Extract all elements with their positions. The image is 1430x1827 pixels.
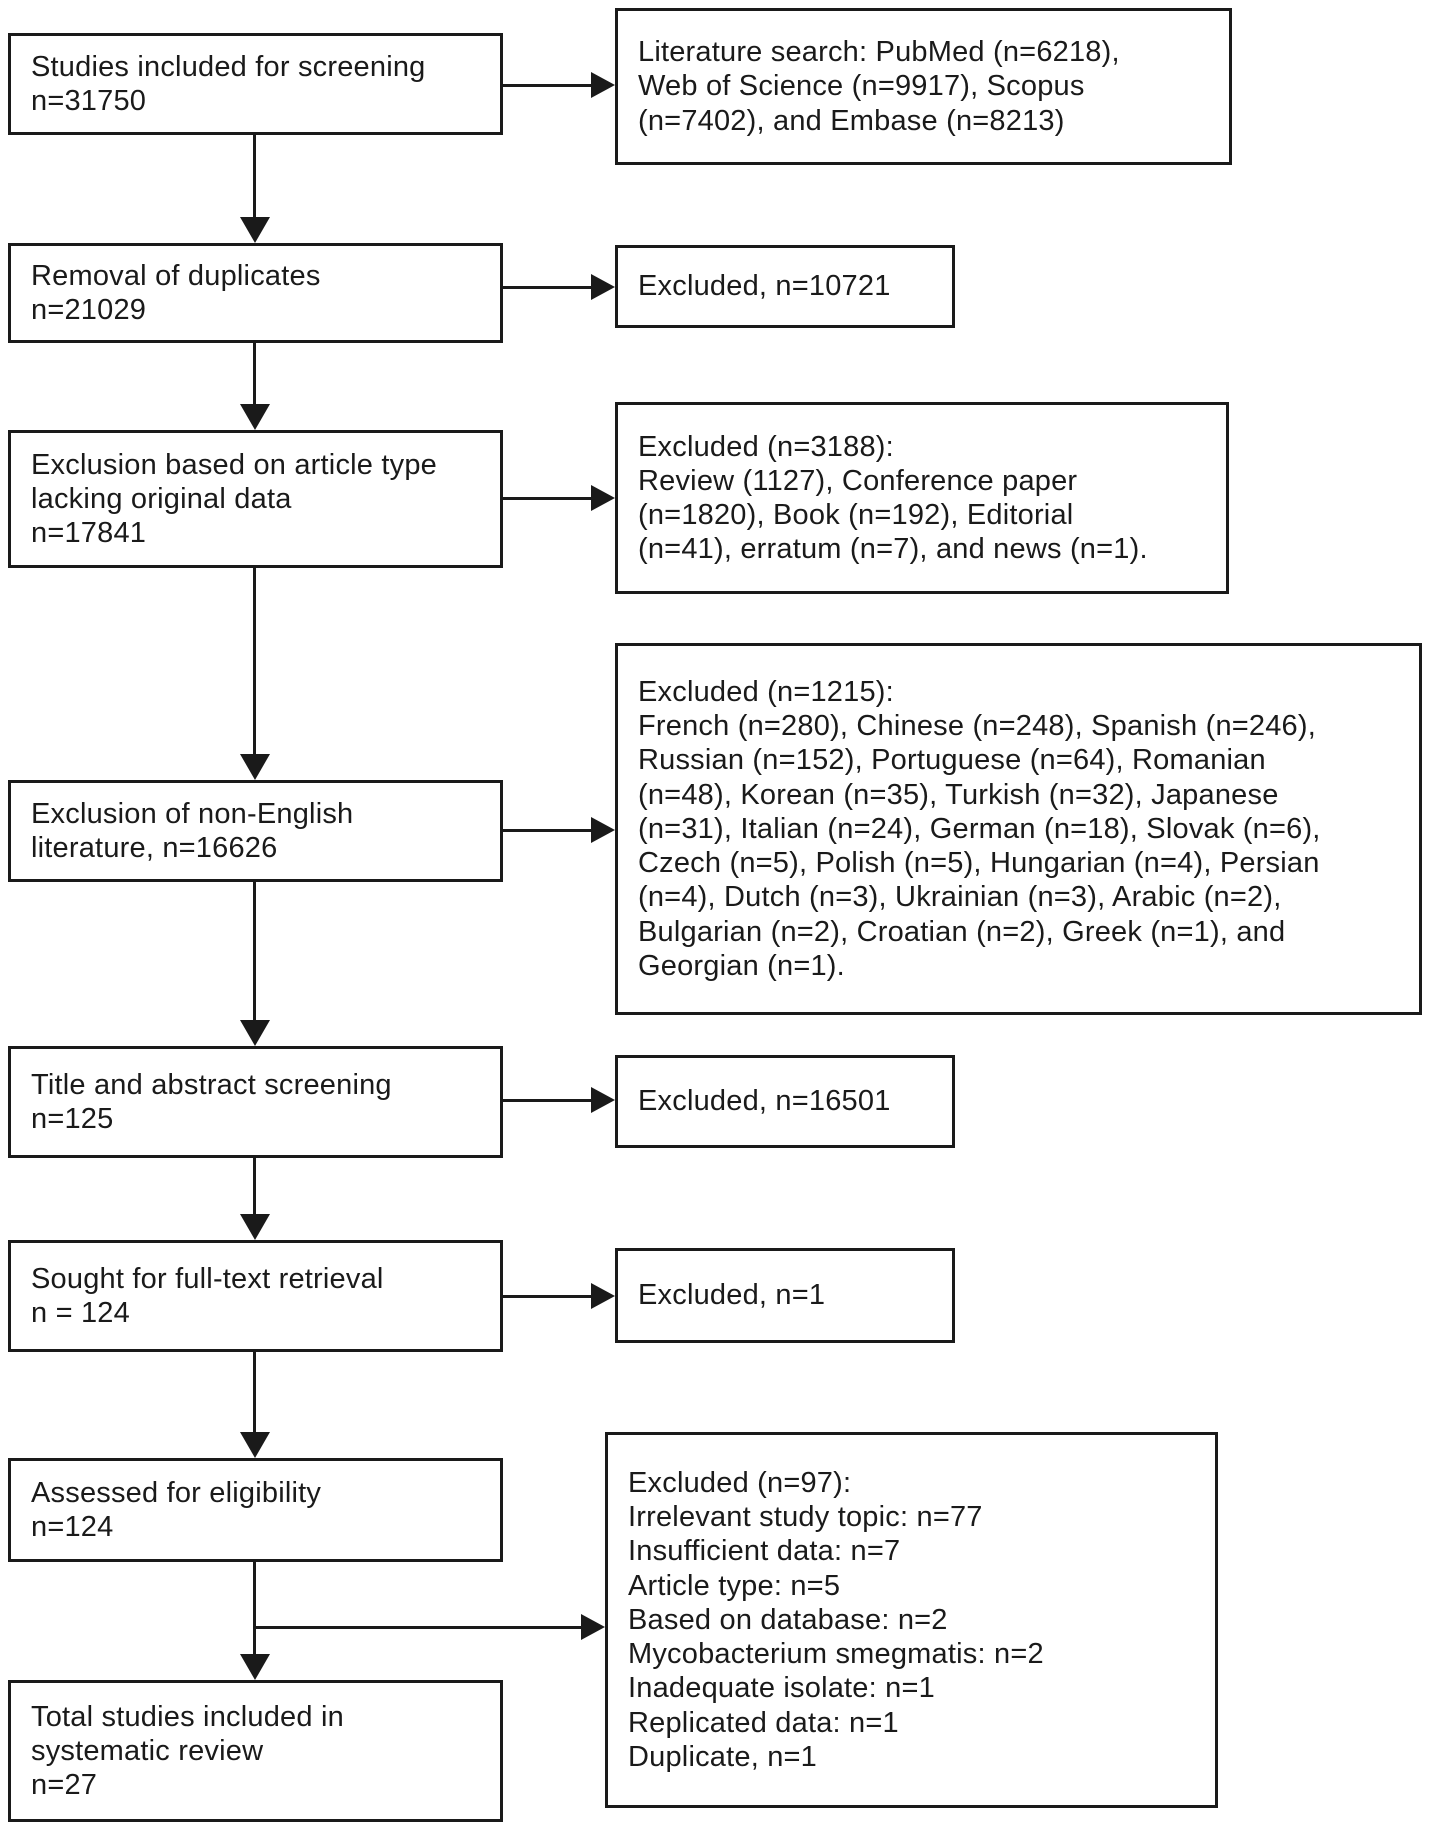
arrowhead-right-icon <box>591 485 615 511</box>
flow-box-full-text: Sought for full-text retrieval n = 124 <box>8 1240 503 1352</box>
flow-box-excluded-title-abstract: Excluded, n=16501 <box>615 1055 955 1148</box>
arrowhead-down-icon <box>240 217 270 243</box>
arrow-line <box>503 286 593 289</box>
flow-box-excluded-full-text: Excluded, n=1 <box>615 1248 955 1343</box>
arrowhead-down-icon <box>240 754 270 780</box>
flow-box-screening: Studies included for screening n=31750 <box>8 33 503 135</box>
arrow-line <box>503 1099 593 1102</box>
arrowhead-down-icon <box>240 1654 270 1680</box>
flow-box-excluded-article-type: Excluded (n=3188): Review (1127), Confer… <box>615 402 1229 594</box>
arrow-line <box>253 1562 256 1654</box>
arrow-line <box>503 1295 593 1298</box>
arrowhead-down-icon <box>240 1020 270 1046</box>
flow-box-excluded-duplicates: Excluded, n=10721 <box>615 245 955 328</box>
flow-box-article-type: Exclusion based on article type lacking … <box>8 430 503 568</box>
arrowhead-right-icon <box>591 1087 615 1113</box>
arrowhead-right-icon <box>591 1283 615 1309</box>
arrow-line <box>503 497 593 500</box>
flow-box-title-abstract: Title and abstract screening n=125 <box>8 1046 503 1158</box>
arrow-line <box>253 1158 256 1214</box>
flow-box-excluded-eligibility: Excluded (n=97): Irrelevant study topic:… <box>605 1432 1218 1808</box>
arrow-line <box>253 343 256 404</box>
flow-box-included: Total studies included in systematic rev… <box>8 1680 503 1822</box>
arrowhead-right-icon <box>591 817 615 843</box>
arrow-line <box>503 829 593 832</box>
arrowhead-right-icon <box>591 72 615 98</box>
arrowhead-down-icon <box>240 1214 270 1240</box>
arrow-line <box>253 1352 256 1432</box>
arrowhead-down-icon <box>240 1432 270 1458</box>
flow-box-literature-search: Literature search: PubMed (n=6218), Web … <box>615 8 1232 165</box>
arrow-line <box>253 568 256 754</box>
flow-box-excluded-language: Excluded (n=1215): French (n=280), Chine… <box>615 643 1422 1015</box>
arrowhead-right-icon <box>591 274 615 300</box>
flow-box-eligibility: Assessed for eligibility n=124 <box>8 1458 503 1562</box>
arrowhead-down-icon <box>240 404 270 430</box>
arrow-line <box>253 1626 583 1629</box>
arrowhead-right-icon <box>581 1614 605 1640</box>
flow-box-duplicates: Removal of duplicates n=21029 <box>8 243 503 343</box>
arrow-line <box>503 84 593 87</box>
arrow-line <box>253 135 256 217</box>
flow-box-non-english: Exclusion of non-English literature, n=1… <box>8 780 503 882</box>
arrow-line <box>253 882 256 1020</box>
